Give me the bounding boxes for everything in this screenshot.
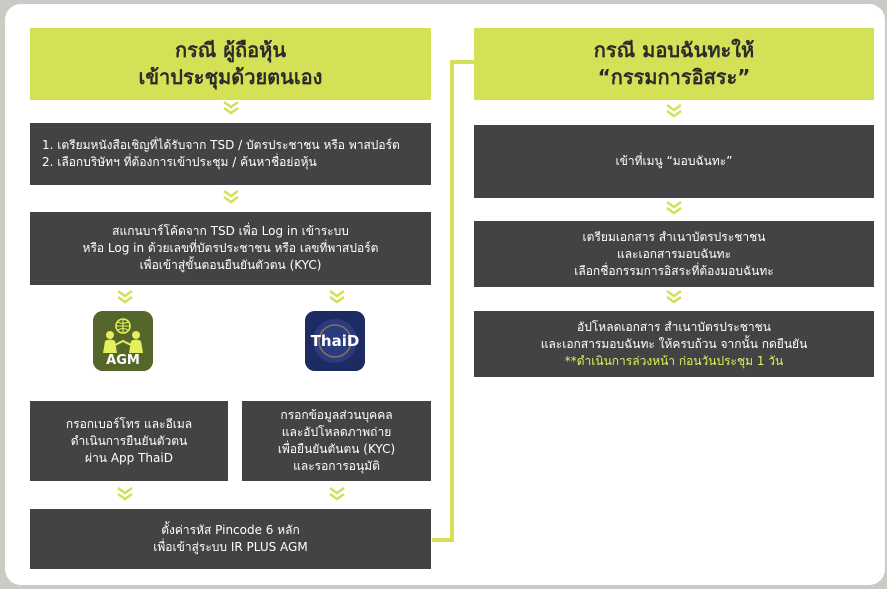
thaid-app-icon: ThaiD [305, 311, 365, 371]
left-final-step: ตั้งค่ารหัส Pincode 6 หลัก เพื่อเข้าสู่ร… [30, 509, 431, 569]
left-agm-step: กรอกเบอร์โทร และอีเมล ดำเนินการยืนยันตัว… [30, 401, 228, 481]
left-header: กรณี ผู้ถือหุ้น เข้าประชุมด้วยตนเอง [30, 28, 431, 100]
chevron-down-icon [223, 189, 239, 204]
right-step-menu: เข้าที่เมนู “มอบฉันทะ” [474, 125, 874, 198]
right-step-prepare-line-2: และเอกสารมอบฉันทะ [616, 246, 732, 261]
chevron-down-icon [117, 486, 133, 501]
right-step-upload: อัปโหลดเอกสาร สำเนาบัตรประชาชน และเอกสาร… [474, 311, 874, 377]
thaid-step-line-3: เพื่อยืนยันตันตน (KYC) [277, 442, 396, 456]
agm-app-icon: AGM [93, 311, 153, 371]
final-step-line-1: ตั้งค่ารหัส Pincode 6 หลัก [161, 523, 300, 537]
left-step-prepare-line-1: 1. เตรียมหนังสือเชิญที่ได้รับจาก TSD / บ… [42, 138, 400, 152]
thaid-step-line-4: และรอการอนุมัติ [293, 459, 380, 473]
final-step-line-2: เพื่อเข้าสู่ระบบ IR PLUS AGM [153, 540, 308, 554]
infographic-frame [5, 4, 885, 585]
left-thaid-step: กรอกข้อมูลส่วนบุคคล และอัปโหลดภาพถ่าย เพ… [242, 401, 431, 481]
left-step-prepare-line-2: 2. เลือกบริษัทฯ ที่ต้องการเข้าประชุม / ค… [42, 155, 317, 169]
left-step-prepare: 1. เตรียมหนังสือเชิญที่ได้รับจาก TSD / บ… [30, 123, 431, 185]
thaid-step-line-2: และอัปโหลดภาพถ่าย [281, 425, 392, 439]
right-step-prepare-line-1: เตรียมเอกสาร สำเนาบัตรประชาชน [582, 229, 766, 244]
right-step-prepare-line-3: เลือกชื่อกรรมการอิสระที่ต้องมอบฉันทะ [574, 263, 774, 278]
left-step-login-line-2: หรือ Log in ด้วยเลขที่บัตรประชาชน หรือ เ… [82, 241, 379, 255]
right-step-menu-line-1: เข้าที่เมนู “มอบฉันทะ” [615, 154, 733, 168]
thaid-logo-text: ThaiD [310, 332, 360, 350]
chevron-down-icon [117, 289, 133, 304]
agm-step-line-3: ผ่าน App ThaiD [85, 450, 173, 465]
right-step-upload-line-2: และเอกสารมอบฉันทะ ให้ครบถ้วน จากนั้น กดย… [540, 336, 808, 351]
chevron-down-icon [666, 103, 682, 118]
right-step-upload-note: **ดำเนินการล่วงหน้า ก่อนวันประชุม 1 วัน [564, 353, 784, 368]
left-step-login: สแกนบาร์โค้ดจาก TSD เพื่อ Log in เข้าระบ… [30, 212, 431, 285]
agm-logo-text: AGM [106, 353, 140, 368]
right-header-line-1: กรณี มอบฉันทะให้ [593, 38, 755, 62]
left-header-line-2: เข้าประชุมด้วยตนเอง [138, 65, 323, 89]
right-header-line-2: “กรรมการอิสระ” [597, 65, 751, 89]
agm-step-line-1: กรอกเบอร์โทร และอีเมล [65, 416, 193, 431]
right-step-prepare: เตรียมเอกสาร สำเนาบัตรประชาชน และเอกสารม… [474, 221, 874, 287]
chevron-down-icon [329, 289, 345, 304]
thaid-step-line-1: กรอกข้อมูลส่วนบุคคล [280, 408, 393, 422]
left-step-login-line-1: สแกนบาร์โค้ดจาก TSD เพื่อ Log in เข้าระบ… [112, 224, 349, 238]
chevron-down-icon [329, 486, 345, 501]
left-step-login-line-3: เพื่อเข้าสู่ขั้นตอนยืนยันตัวตน (KYC) [139, 258, 322, 272]
right-step-upload-line-1: อัปโหลดเอกสาร สำเนาบัตรประชาชน [577, 319, 771, 334]
right-header: กรณี มอบฉันทะให้ “กรรมการอิสระ” [474, 28, 874, 100]
left-header-line-1: กรณี ผู้ถือหุ้น [174, 38, 287, 62]
chevron-down-icon [223, 100, 239, 115]
chevron-down-icon [666, 200, 682, 215]
chevron-down-icon [666, 289, 682, 304]
agm-step-line-2: ดำเนินการยืนยันตัวตน [70, 433, 188, 448]
